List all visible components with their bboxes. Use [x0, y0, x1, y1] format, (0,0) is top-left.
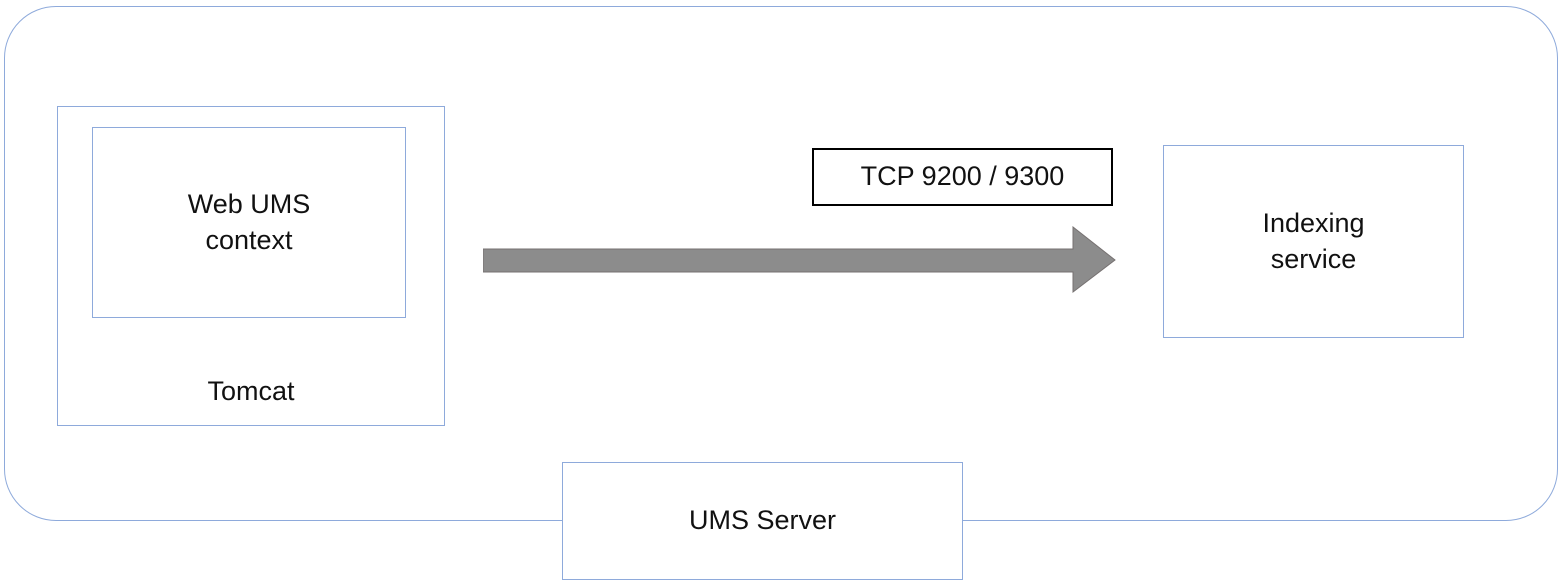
ums-server-label: UMS Server: [688, 505, 837, 536]
tcp-ports-label-box: TCP 9200 / 9300: [812, 148, 1113, 206]
tcp-ports-label: TCP 9200 / 9300: [860, 161, 1065, 192]
tomcat-node: Web UMS context Tomcat: [57, 106, 445, 426]
tomcat-label: Tomcat: [207, 375, 295, 406]
web-ums-context-node: Web UMS context: [92, 127, 406, 318]
connection-arrow-icon: [483, 226, 1116, 294]
ums-server-node: UMS Server: [562, 462, 963, 580]
indexing-service-node: Indexing service: [1163, 145, 1464, 338]
indexing-service-label: Indexing service: [1262, 208, 1365, 274]
web-ums-context-label: Web UMS context: [187, 189, 311, 255]
